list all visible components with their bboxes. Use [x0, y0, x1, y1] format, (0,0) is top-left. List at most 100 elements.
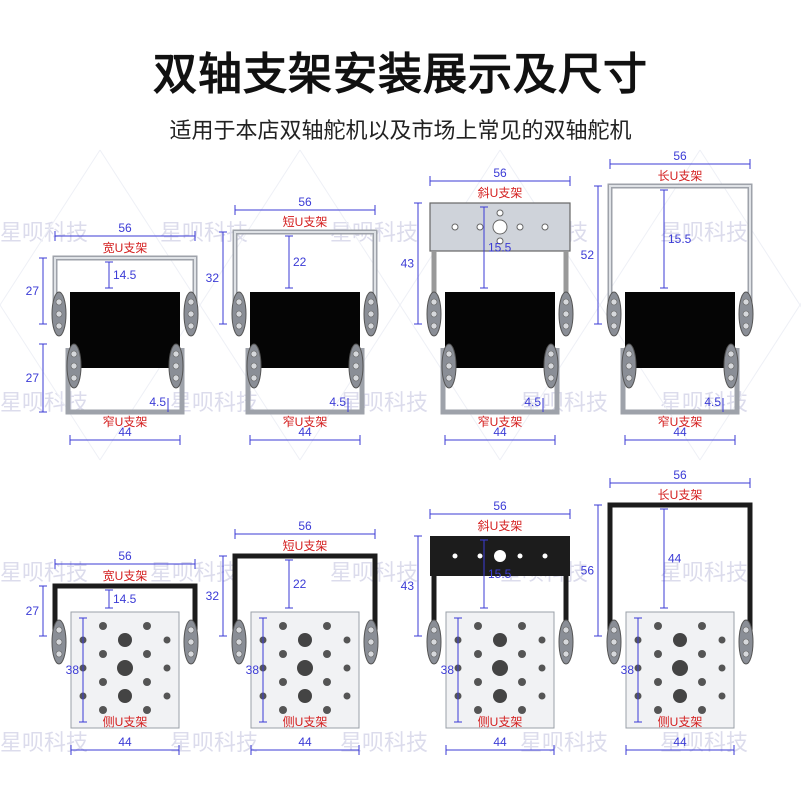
plate-hole [279, 706, 287, 714]
plate-hole [518, 706, 526, 714]
plate-hole [492, 660, 508, 676]
screw [187, 310, 195, 318]
screw [430, 310, 438, 318]
screw [610, 322, 618, 330]
screw [625, 374, 633, 382]
screw [610, 638, 618, 646]
screw [445, 374, 453, 382]
dimension-label: 44 [668, 552, 682, 566]
screw [742, 650, 750, 658]
page-subtitle: 适用于本店双轴舵机以及市场上常见的双轴舵机 [169, 119, 632, 144]
page-title: 双轴支架安装展示及尺寸 [153, 49, 648, 100]
top-bracket-label: 斜U支架 [478, 186, 523, 200]
plate-hole [99, 706, 107, 714]
plate-hole [298, 689, 312, 703]
screw [367, 298, 375, 306]
screw [250, 374, 258, 382]
dimension-label: 44 [673, 735, 687, 749]
bottom-u-bracket [620, 348, 740, 415]
screw [187, 626, 195, 634]
screw [235, 298, 243, 306]
plate-hole [163, 636, 171, 644]
bottom-u-bracket [65, 348, 185, 415]
plate-hole [518, 650, 526, 658]
dimension-label: 27 [26, 371, 40, 385]
watermark-line [499, 149, 701, 461]
plate-hole [298, 633, 312, 647]
plate-hole [673, 633, 687, 647]
plate-hole [698, 650, 706, 658]
screw [187, 638, 195, 646]
dimension-label: 56 [673, 468, 687, 482]
dimension-label: 27 [26, 284, 40, 298]
bracket-hole [476, 223, 484, 231]
bottom-bracket-label: 侧U支架 [103, 715, 148, 729]
dimension-label: 27 [26, 604, 40, 618]
screw [742, 626, 750, 634]
plate-hole [343, 664, 351, 672]
screw [547, 362, 555, 370]
screw [55, 310, 63, 318]
bottom-bracket-label: 侧U支架 [283, 715, 328, 729]
bracket-hole [477, 553, 483, 559]
bracket-hole [516, 223, 524, 231]
top-u-bracket [607, 502, 753, 642]
watermark-line [299, 149, 501, 461]
dimension-label: 38 [66, 663, 80, 677]
plate-hole [143, 706, 151, 714]
bracket-hole [451, 223, 459, 231]
screw [235, 310, 243, 318]
plate-hole [163, 664, 171, 672]
screw [610, 626, 618, 634]
screw [70, 350, 78, 358]
screw [55, 650, 63, 658]
screw [430, 650, 438, 658]
offset-label: 4.5 [704, 395, 721, 409]
screw [742, 322, 750, 330]
bottom-bracket-label: 窄U支架 [658, 414, 703, 429]
dimension-label: 56 [581, 564, 595, 578]
plate-hole [323, 706, 331, 714]
dimension-label: 38 [441, 663, 455, 677]
screw [235, 638, 243, 646]
screw [445, 350, 453, 358]
screw [610, 650, 618, 658]
bracket-hole [492, 219, 508, 235]
watermark-text: 星呗科技 [660, 731, 748, 756]
plate-hole [518, 678, 526, 686]
screw [562, 650, 570, 658]
dimension-label: 56 [493, 499, 507, 513]
plate-hole [718, 664, 726, 672]
watermark-text: 星呗科技 [0, 561, 88, 586]
screw [625, 350, 633, 358]
bracket-hole [517, 553, 523, 559]
top-bracket-label: 斜U支架 [478, 519, 523, 533]
top-bracket-label: 短U支架 [283, 215, 328, 229]
dimension-label: 15.5 [668, 232, 692, 246]
screw [742, 638, 750, 646]
screw [55, 298, 63, 306]
bracket-hole [541, 223, 549, 231]
plate-hole [99, 622, 107, 630]
plate-hole [323, 622, 331, 630]
screw [727, 350, 735, 358]
screw [55, 322, 63, 330]
bottom-bracket-label: 侧U支架 [658, 715, 703, 729]
plate-hole [343, 636, 351, 644]
dimension-label: 44 [673, 425, 687, 439]
bracket-hole [542, 553, 548, 559]
plate-hole [718, 692, 726, 700]
plate-hole [654, 706, 662, 714]
dimension-label: 56 [298, 519, 312, 533]
screw [352, 350, 360, 358]
top-u-bracket [52, 583, 198, 642]
plate-hole [143, 678, 151, 686]
plate-hole [698, 706, 706, 714]
plate-hole [99, 678, 107, 686]
bottom-bracket-label: 侧U支架 [478, 715, 523, 729]
screw [430, 298, 438, 306]
dimension-label: 56 [118, 221, 132, 235]
watermark-text: 星呗科技 [340, 731, 428, 756]
